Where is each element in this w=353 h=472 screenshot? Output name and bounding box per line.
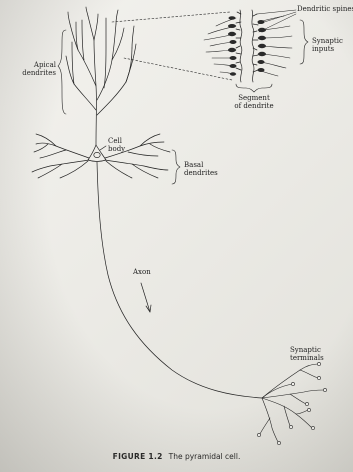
terminal-boutons (257, 362, 326, 444)
synaptic-inputs-brace (300, 20, 308, 64)
label-segment-line1: Segment (234, 94, 274, 102)
cell-body-drawing (88, 145, 106, 162)
segment-brace (236, 84, 272, 92)
label-synaptic-inputs-line1: Synaptic (312, 37, 343, 45)
label-dendritic-spines: Dendritic spines (297, 5, 353, 13)
label-terminals-line2: terminals (290, 354, 324, 362)
synaptic-terminals-drawing (260, 364, 324, 442)
label-synaptic-inputs-line2: inputs (312, 45, 343, 53)
label-cell-body-line1: Cell (108, 137, 125, 145)
dendrite-segment-drawing (236, 10, 258, 82)
label-segment-line2: of dendrite (234, 102, 274, 110)
label-basal-line2: dendrites (184, 169, 218, 177)
synaptic-boutons-left (228, 16, 237, 76)
label-terminals-line1: Synaptic (290, 346, 324, 354)
label-axon: Axon (133, 268, 151, 276)
synaptic-boutons-right (258, 20, 267, 72)
label-synaptic-terminals: Synaptic terminals (290, 346, 324, 362)
label-segment-of-dendrite: Segment of dendrite (234, 94, 274, 110)
label-apical-line1: Apical (14, 61, 56, 69)
figure-number: FIGURE 1.2 (113, 452, 163, 461)
apical-dendrites-drawing (66, 7, 136, 145)
basal-brace (172, 150, 180, 184)
label-cell-body-line2: body (108, 145, 125, 153)
axon-drawing (97, 162, 262, 398)
label-synaptic-inputs: Synaptic inputs (312, 37, 343, 53)
label-apical-line2: dendrites (14, 69, 56, 77)
figure-caption: FIGURE 1.2 The pyramidal cell. (0, 452, 353, 461)
label-basal-dendrites: Basal dendrites (184, 161, 218, 177)
label-cell-body: Cell body (108, 137, 125, 153)
basal-dendrites-left (32, 134, 89, 178)
apical-brace (58, 30, 66, 114)
label-basal-line1: Basal (184, 161, 218, 169)
figure-caption-text: The pyramidal cell. (169, 452, 241, 461)
label-apical-dendrites: Apical dendrites (14, 61, 56, 77)
